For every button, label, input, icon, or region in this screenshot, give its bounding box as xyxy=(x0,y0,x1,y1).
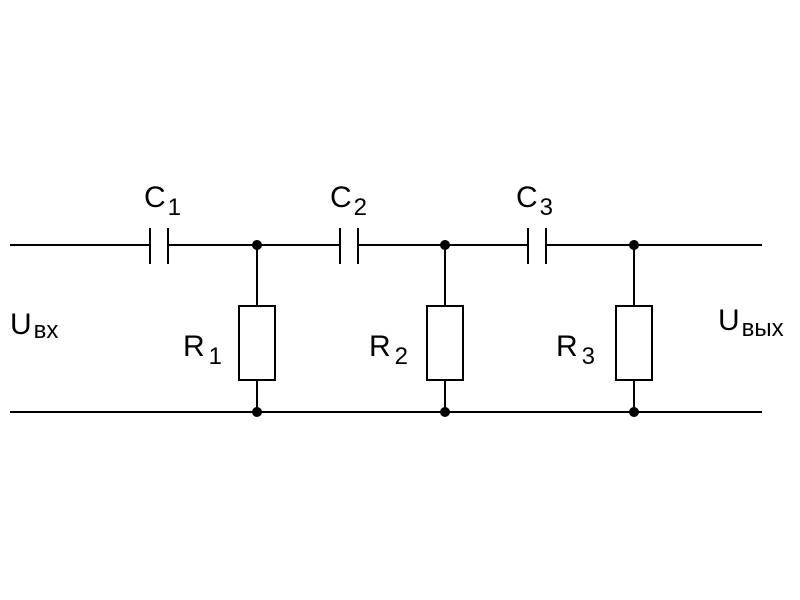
junction-node-top-2 xyxy=(440,240,450,250)
junction-node-bottom-1 xyxy=(252,407,262,417)
capacitor-c1 xyxy=(149,228,169,264)
input-voltage-label-subscript: вх xyxy=(34,317,59,344)
output-voltage-label-subscript: вых xyxy=(742,315,784,342)
capacitor-c2-label: C2 xyxy=(330,181,367,221)
resistor-branch-r3 xyxy=(615,245,653,412)
capacitor-c3-label: C3 xyxy=(516,181,553,221)
capacitor-c2 xyxy=(339,228,359,264)
capacitor-c3 xyxy=(527,228,547,264)
input-voltage-label: Uвх xyxy=(10,308,58,344)
resistor-r1-label-subscript: 1 xyxy=(209,343,222,370)
capacitor-c3-label-symbol: C xyxy=(516,181,538,214)
junction-node-top-3 xyxy=(629,240,639,250)
capacitor-c1-label-symbol: C xyxy=(144,181,166,214)
resistor-r2-label-subscript: 2 xyxy=(395,343,408,370)
resistor-r2 xyxy=(426,305,464,381)
junction-node-bottom-3 xyxy=(629,407,639,417)
resistor-r3-label-symbol: R xyxy=(556,330,578,363)
input-voltage-label-symbol: U xyxy=(10,308,32,341)
resistor-r1 xyxy=(238,305,276,381)
output-voltage-label: Uвых xyxy=(718,304,784,342)
junction-node-top-1 xyxy=(252,240,262,250)
output-voltage-label-symbol: U xyxy=(718,304,740,337)
capacitor-c1-label-subscript: 1 xyxy=(168,194,181,221)
capacitor-c2-label-subscript: 2 xyxy=(354,194,367,221)
resistor-branch-r2 xyxy=(426,245,464,412)
capacitor-c1-label: C1 xyxy=(144,181,181,221)
junction-node-bottom-2 xyxy=(440,407,450,417)
resistor-r3 xyxy=(615,305,653,381)
resistor-r3-label-subscript: 3 xyxy=(582,343,595,370)
resistor-r2-label-symbol: R xyxy=(369,330,391,363)
capacitor-c3-label-subscript: 3 xyxy=(540,194,553,221)
capacitor-c2-label-symbol: C xyxy=(330,181,352,214)
resistor-r1-label-symbol: R xyxy=(183,330,205,363)
resistor-branch-r1 xyxy=(238,245,276,412)
